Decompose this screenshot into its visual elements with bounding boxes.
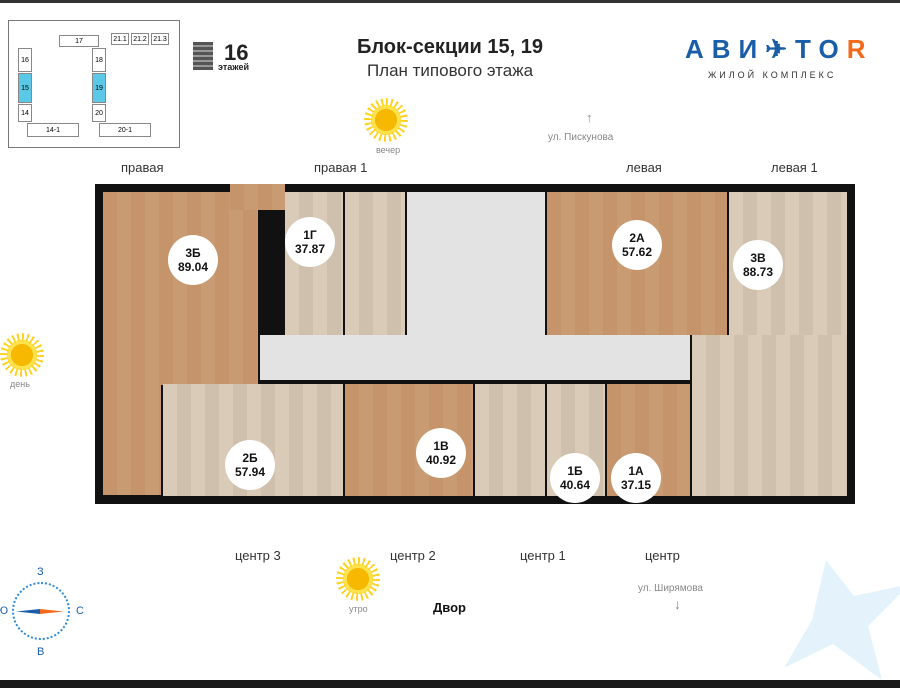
block-21-1: 21.1 — [111, 33, 129, 45]
page-subtitle: План типового этажа — [366, 61, 534, 80]
apartment-area: 89.04 — [177, 260, 209, 274]
compass-e: С — [76, 605, 84, 617]
sun-morning-label: утро — [349, 604, 368, 614]
compass-needle-blue — [16, 609, 40, 614]
apartment-type: 1В — [433, 439, 449, 453]
street-north: ул. Пискунова — [548, 132, 614, 143]
apartment-area: 57.62 — [621, 245, 653, 259]
side-label-left-1: левая 1 — [771, 160, 818, 175]
side-label-center-2: центр 2 — [390, 548, 436, 563]
logo-text-tail: TO — [795, 34, 847, 64]
apartment-type: 3Б — [185, 246, 201, 260]
street-south: ул. Ширямова — [638, 583, 703, 594]
logo: АВИ✈TOR — [685, 34, 873, 65]
building-icon — [193, 42, 213, 70]
block-15: 15 — [18, 73, 32, 103]
side-label-center: центр — [645, 548, 680, 563]
logo-text-r: R — [846, 34, 874, 64]
apartment-3v-lower — [692, 335, 847, 496]
compass-w: Ю — [0, 605, 9, 617]
compass-needle-orange — [40, 609, 64, 614]
apartment-type: 2А — [629, 231, 645, 245]
side-label-center-1: центр 1 — [520, 548, 566, 563]
arrow-down-icon: ↓ — [674, 596, 681, 612]
jet-icon: ✈ — [765, 34, 796, 64]
sun-icon-morning — [336, 557, 380, 601]
apartment-area: 57.94 — [234, 465, 266, 479]
stair-lift-core — [407, 192, 545, 335]
sun-icon-day — [0, 333, 44, 377]
apartment-area: 37.87 — [294, 242, 326, 256]
top-bar — [0, 0, 900, 3]
side-label-left: левая — [626, 160, 662, 175]
block-21-3: 21.3 — [151, 33, 169, 45]
yard-label: Двор — [433, 600, 466, 615]
jet-watermark — [784, 560, 900, 680]
block-20-1: 20-1 — [99, 123, 151, 137]
apartment-area: 40.64 — [559, 478, 591, 492]
sun-icon-evening — [364, 98, 408, 142]
apartment-area: 88.73 — [742, 265, 774, 279]
balcony — [230, 184, 285, 210]
site-keymap: 17 21.1 21.2 21.3 16 15 14 14-1 18 19 20… — [8, 20, 180, 148]
sun-day-label: день — [10, 379, 30, 389]
side-label-right-1: правая 1 — [314, 160, 368, 175]
side-label-center-3: центр 3 — [235, 548, 281, 563]
floors-label: этажей — [218, 62, 250, 72]
apartment-type: 1Б — [567, 464, 583, 478]
compass-n: З — [37, 566, 44, 578]
block-14-1: 14-1 — [27, 123, 79, 137]
block-16: 16 — [18, 48, 32, 72]
apartment-type: 1Г — [303, 228, 317, 242]
apartment-3b-room — [103, 385, 161, 495]
logo-text: АВИ — [685, 34, 766, 64]
apartment-3b-area — [103, 192, 258, 385]
apartment-area: 40.92 — [425, 453, 457, 467]
block-21-2: 21.2 — [131, 33, 149, 45]
page-title: Блок-секции 15, 19 — [356, 36, 543, 58]
apartment-1g-kitchen — [345, 192, 405, 335]
apartment-type: 3В — [750, 251, 766, 265]
block-17: 17 — [59, 35, 99, 47]
sun-evening-label: вечер — [376, 145, 401, 155]
floor-plan — [95, 184, 855, 504]
apartment-type: 2Б — [242, 451, 258, 465]
block-14: 14 — [18, 104, 32, 122]
arrow-up-icon: ↑ — [586, 110, 593, 125]
bottom-bar — [0, 680, 900, 688]
logo-subtitle: ЖИЛОЙ КОМПЛЕКС — [708, 70, 837, 80]
side-label-right: правая — [121, 160, 164, 175]
apartment-type: 1А — [628, 464, 644, 478]
block-20: 20 — [92, 104, 106, 122]
apartment-1b-living — [475, 384, 545, 496]
floors-count: 16 — [224, 40, 249, 65]
compass — [12, 582, 70, 640]
block-19: 19 — [92, 73, 106, 103]
apartment-area: 37.15 — [620, 478, 652, 492]
corridor — [260, 335, 690, 380]
block-18: 18 — [92, 48, 106, 72]
compass-s: В — [37, 646, 45, 658]
